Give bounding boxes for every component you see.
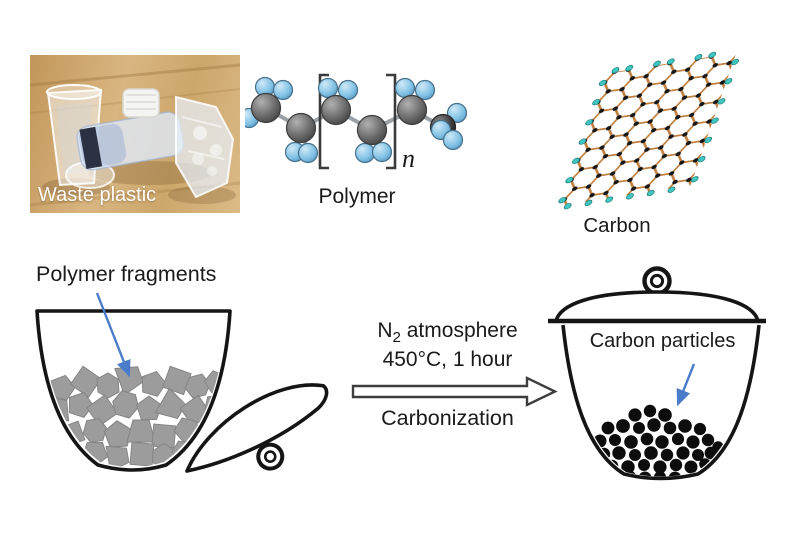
carbon-label: Carbon	[583, 214, 651, 237]
polymer-fragments-arrow-icon	[95, 292, 131, 378]
carbon-lattice-art	[558, 51, 739, 210]
hydrogen-atom	[317, 77, 339, 99]
carbon-atom	[250, 92, 282, 124]
carbon-atom	[285, 112, 317, 144]
polymer-molecule-art	[245, 73, 468, 170]
hydrogen-atom	[394, 77, 416, 99]
waste-plastic-label: Waste plastic	[38, 184, 157, 206]
process-arrow-icon	[351, 376, 558, 407]
repeat-subscript-n: n	[402, 144, 415, 173]
polymer-atoms	[245, 76, 468, 164]
left-crucible-lid	[185, 383, 329, 473]
carbon-atom	[356, 114, 388, 146]
polymer-label: Polymer	[318, 185, 396, 208]
hydrogen-atom	[442, 129, 464, 151]
plastic-cup	[46, 84, 103, 187]
carbon-lattice-sheet	[558, 51, 739, 210]
carbon-atom	[396, 94, 428, 126]
carbon-particles-arrow-icon	[676, 363, 696, 407]
atmosphere-word: atmosphere	[400, 319, 518, 342]
waste-plastic-photo-art	[30, 63, 240, 207]
plastic-bottle	[76, 111, 185, 171]
hydrogen-atom	[272, 79, 294, 101]
polymer-fragments-label: Polymer fragments	[36, 262, 217, 286]
carbonization-label: Carbonization	[381, 406, 514, 430]
right-crucible-lid	[554, 290, 760, 323]
right-crucible-art	[548, 266, 766, 481]
repeat-unit-brackets	[318, 73, 397, 170]
bottle-cap	[122, 88, 160, 118]
left-crucible-art	[35, 292, 329, 473]
hydrogen-atom	[297, 142, 319, 164]
nitrogen-subscript: 2	[392, 329, 401, 347]
temperature-time-condition: 450°C, 1 hour	[382, 348, 513, 371]
carbon-particles-label: Carbon particles	[589, 330, 736, 352]
crushed-bottle	[175, 95, 235, 199]
atmosphere-condition: N2 atmosphere	[345, 318, 550, 347]
lid-handle-icon	[642, 266, 672, 296]
waste-plastic-photo: Waste plastic	[30, 55, 240, 213]
hydrogen-atom	[354, 142, 376, 164]
hydrogen-atom	[371, 141, 393, 163]
nitrogen-symbol: N	[377, 319, 393, 342]
lattice-edge-atoms	[558, 51, 739, 210]
carbon-atom	[320, 94, 352, 126]
hydrogen-atom	[414, 79, 436, 101]
hydrogen-atom	[337, 79, 359, 101]
